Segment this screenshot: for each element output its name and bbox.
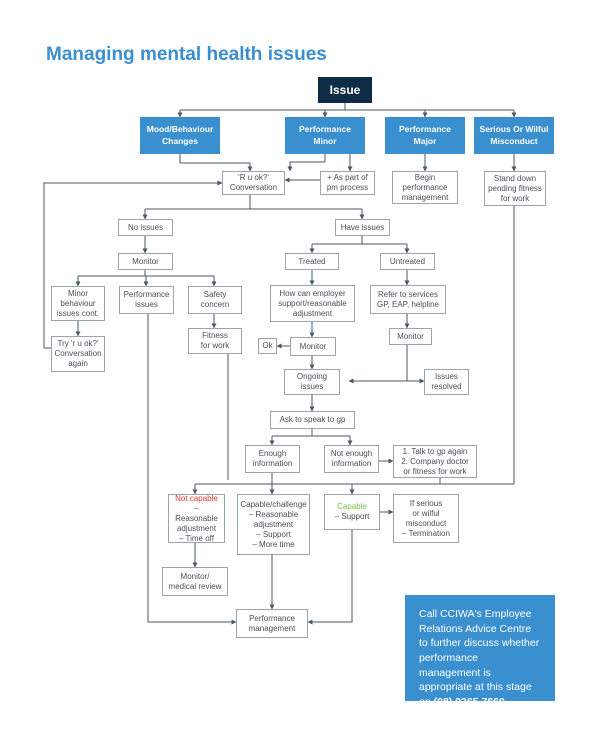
node-monitor: Monitor [118,253,173,270]
node-not-enough-information: Not enough information [324,445,379,473]
node-no-issues: No issues [118,219,173,236]
node-capable: Capable – Support [324,494,380,530]
node-refer-to-services: Refer to services GP, EAP, helpline [370,285,446,314]
node-monitor-untreated: Monitor [389,328,432,345]
callout-text: Call CCIWA's Employee Relations Advice C… [419,608,540,709]
node-not-capable: Not capable – Reasonable adjustment – Ti… [168,494,225,543]
node-have-issues: Have issues [335,219,390,236]
node-ruok-conversation: 'R u ok?' Conversation [222,171,285,195]
node-ask-to-speak-to-gp: Ask to speak to gp [270,411,355,429]
root-issue-node: Issue [318,77,372,103]
callout-phone: (08) 9365 7660 [433,696,505,709]
callout-end: . [504,696,508,709]
category-mood-behaviour: Mood/Behaviour Changes [140,117,220,154]
node-monitor-medical-review: Monitor/ medical review [162,567,228,596]
page-title: Managing mental health issues [46,44,327,65]
node-try-ruok-again: Try 'r u ok?' Conversation again [51,336,105,372]
capable-body: – Support [334,512,370,521]
node-talk-to-gp-again: 1. Talk to gp again 2. Company doctor or… [393,445,477,478]
node-minor-behaviour: Minor behaviour issues cont. [51,286,105,321]
node-treated: Treated [285,253,339,270]
capable-title: Capable [337,502,367,511]
node-issues-resolved: Issues resolved [424,369,469,395]
node-how-can-employer: How can employer support/reasonable adju… [270,285,355,322]
node-performance-issues: Performance issues [119,286,174,314]
node-untreated: Untreated [380,253,435,270]
node-enough-information: Enough information [245,445,300,473]
node-safety-concern: Safety concern [188,286,242,314]
category-serious-misconduct: Serious Or Wilful Misconduct [474,117,554,154]
node-performance-management: Performance management [236,609,308,638]
node-ongoing-issues: Ongoing issues [284,369,340,395]
node-if-serious-misconduct: If serious or wilful misconduct – Termin… [393,494,459,543]
category-performance-minor: Performance Minor [285,117,365,154]
ccIWA-callout: Call CCIWA's Employee Relations Advice C… [405,595,555,708]
node-stand-down: Stand down pending fitness for work [484,171,546,206]
node-ok: Ok [258,338,277,354]
category-performance-major: Performance Major [385,117,465,154]
not-capable-body: – Reasonable adjustment – Time off [175,503,218,543]
node-as-part-of-pm: + As part of pm process [320,171,375,195]
not-capable-title: Not capable [175,493,218,503]
node-begin-performance-management: Begin performance management [392,171,458,204]
node-monitor-treated: Monitor [290,337,336,356]
node-fitness-for-work: Fitness for work [188,328,242,354]
node-capable-challenge: Capable/challenge – Reasonable adjustmen… [237,494,310,555]
